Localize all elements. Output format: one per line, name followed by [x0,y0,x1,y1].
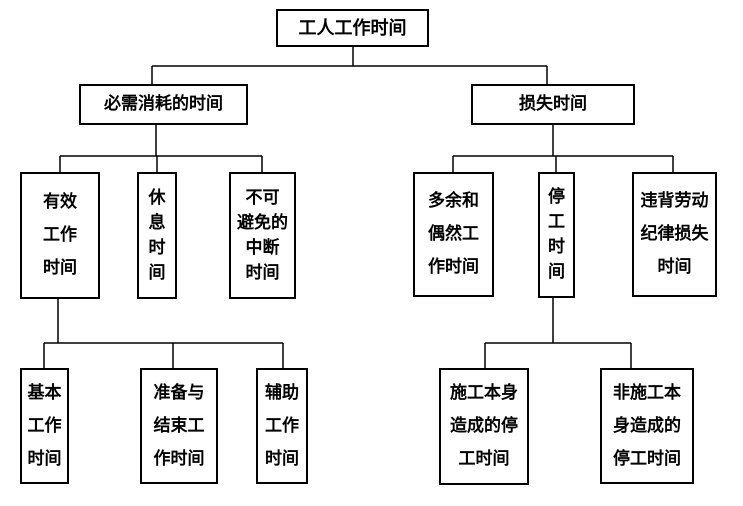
loss-time-node: 损失时间 [471,84,635,125]
construction-caused-stoppage-node: 施工本身 造成的停 工时间 [439,368,529,485]
basic-work-time-node: 基本 工作 时间 [20,368,69,484]
root-node: 工人工作时间 [276,9,429,47]
preparation-completion-time-node: 准备与 结束工 作时间 [140,368,218,484]
effective-work-time-node: 有效 工作 时间 [20,172,100,299]
unavoidable-interruption-node: 不可 避免的 中断 时间 [229,172,296,299]
auxiliary-work-time-node: 辅助 工作 时间 [256,368,308,484]
labor-discipline-loss-node: 违背劳动 纪律损失 时间 [632,172,717,297]
extra-work-time-node: 多余和 偶然工 作时间 [413,172,494,297]
stoppage-time-node: 停 工 时 间 [538,172,575,298]
necessary-time-node: 必需消耗的时间 [79,84,248,125]
non-construction-caused-stoppage-node: 非施工本 身造成的 停工时间 [600,368,694,484]
rest-time-node: 休 息 时 间 [137,172,177,299]
